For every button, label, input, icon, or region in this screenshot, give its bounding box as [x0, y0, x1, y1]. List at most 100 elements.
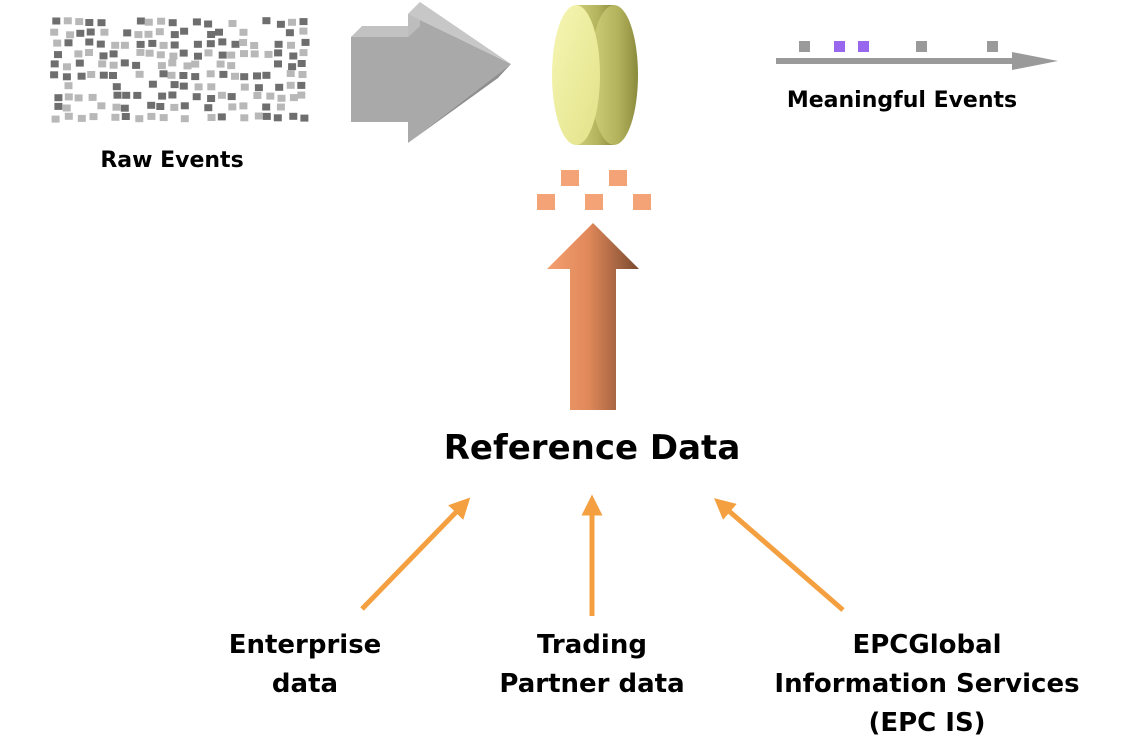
raw-event: [54, 102, 63, 110]
raw-event: [99, 52, 108, 60]
raw-event: [75, 59, 84, 67]
reference-event: [561, 170, 579, 186]
raw-event: [297, 81, 306, 89]
raw-event: [147, 101, 156, 109]
reference-data-title: Reference Data: [443, 428, 741, 468]
event-processor-disc: [552, 5, 638, 145]
raw-event: [287, 41, 295, 49]
raw-event: [85, 19, 94, 26]
raw-event: [204, 49, 213, 57]
source-epc-is: EPCGlobal Information Services (EPC IS): [762, 626, 1092, 743]
raw-event: [167, 71, 176, 79]
raw-event: [274, 60, 282, 68]
raw-event: [77, 72, 86, 80]
raw-event: [51, 115, 60, 123]
raw-event: [89, 113, 98, 121]
raw-event: [274, 40, 283, 48]
raw-event: [180, 102, 189, 110]
raw-event: [76, 29, 85, 37]
raw-event: [77, 114, 86, 122]
raw-event: [191, 73, 200, 81]
raw-event: [218, 38, 227, 46]
raw-event: [239, 102, 248, 110]
raw-event: [159, 41, 168, 49]
raw-event: [62, 73, 71, 81]
raw-event: [98, 60, 107, 68]
raw-event: [169, 52, 178, 60]
raw-event: [156, 103, 165, 110]
raw-event: [168, 19, 177, 27]
raw-event: [136, 17, 145, 25]
raw-event: [111, 113, 120, 121]
source-trading-line1: Trading: [537, 630, 647, 660]
raw-event: [239, 28, 248, 36]
raw-event: [109, 50, 118, 58]
meaningful-events-stream: [776, 41, 1058, 70]
raw-event: [194, 83, 203, 91]
raw-event: [155, 28, 164, 36]
raw-event: [179, 72, 188, 79]
raw-event: [132, 61, 141, 69]
raw-event: [179, 82, 188, 90]
source-enterprise: Enterprise data: [185, 626, 425, 704]
raw-event: [228, 103, 237, 111]
source-enterprise-line2: data: [271, 669, 339, 699]
raw-event: [215, 28, 223, 36]
raw-event: [227, 51, 236, 59]
raw-event: [240, 73, 249, 81]
raw-event: [133, 91, 142, 99]
raw-event: [286, 81, 295, 89]
raw-event: [85, 38, 94, 46]
raw-event: [99, 71, 108, 79]
raw-event: [262, 103, 271, 111]
raw-event: [168, 91, 177, 99]
source-trading-partner: Trading Partner data: [462, 626, 722, 704]
raw-event: [170, 31, 179, 39]
raw-event: [74, 50, 83, 58]
raw-event: [54, 94, 63, 102]
raw-event: [253, 92, 262, 99]
raw-events-label: Raw Events: [100, 148, 244, 173]
raw-event: [262, 17, 271, 25]
raw-event: [109, 61, 118, 69]
raw-event: [64, 39, 73, 47]
raw-event: [262, 71, 271, 79]
raw-event: [219, 70, 228, 78]
source-epc-line1: EPCGlobal: [852, 630, 1002, 660]
raw-event: [289, 94, 298, 102]
meaningful-event: [987, 41, 998, 52]
raw-event: [231, 40, 240, 48]
raw-event: [148, 80, 157, 88]
raw-event: [88, 93, 97, 101]
raw-event: [183, 62, 192, 70]
raw-event: [64, 82, 73, 90]
raw-event: [288, 18, 296, 26]
meaningful-event: [916, 41, 927, 52]
raw-event: [191, 60, 200, 68]
raw-event: [136, 40, 145, 48]
raw-event: [254, 84, 263, 92]
raw-event: [206, 40, 215, 48]
raw-event: [170, 103, 179, 111]
raw-event: [264, 50, 273, 58]
raw-event: [262, 112, 271, 120]
raw-event: [120, 104, 129, 112]
meaningful-event: [799, 41, 810, 52]
processing-arrow: [351, 2, 511, 143]
raw-event: [206, 70, 215, 78]
raw-event: [109, 72, 117, 79]
raw-event: [218, 51, 227, 59]
raw-event: [297, 91, 306, 99]
raw-event: [298, 71, 307, 78]
raw-event: [86, 28, 95, 36]
raw-event: [207, 95, 216, 102]
raw-event: [85, 49, 93, 56]
raw-event: [144, 18, 153, 26]
raw-event: [227, 62, 236, 70]
raw-event: [231, 72, 239, 80]
reference-event: [537, 194, 555, 210]
raw-event: [96, 40, 105, 48]
raw-event: [112, 83, 121, 91]
raw-event: [148, 39, 157, 47]
raw-event: [277, 94, 286, 102]
